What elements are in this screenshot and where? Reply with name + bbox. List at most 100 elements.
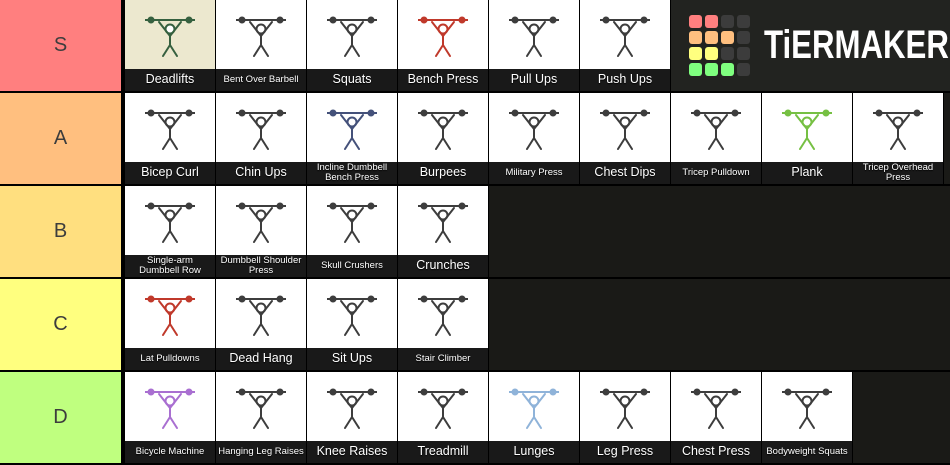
exercise-label: Crunches [398, 255, 488, 277]
exercise-cell-squats[interactable]: Squats [307, 0, 398, 91]
exercise-cell-bicycle-machine[interactable]: Bicycle Machine [125, 372, 216, 463]
exercise-cell-dumbbell-shoulder-press[interactable]: Dumbbell Shoulder Press [216, 186, 307, 277]
exercise-label: Tricep Overhead Press [853, 162, 943, 184]
exercise-cell-chest-dips[interactable]: Chest Dips [580, 93, 671, 184]
tier-label-a: A [0, 93, 125, 184]
exercise-cell-tricep-overhead-press[interactable]: Tricep Overhead Press [853, 93, 944, 184]
tier-label-s: S [0, 0, 125, 91]
exercise-illustration [307, 186, 397, 255]
exercise-cell-dead-hang[interactable]: Dead Hang [216, 279, 307, 370]
exercise-cell-bench-press[interactable]: Bench Press [398, 0, 489, 91]
exercise-illustration [216, 186, 306, 255]
exercise-label: Bodyweight Squats [762, 441, 852, 463]
exercise-illustration [125, 372, 215, 441]
exercise-label: Treadmill [398, 441, 488, 463]
exercise-cell-tricep-pulldown[interactable]: Tricep Pulldown [671, 93, 762, 184]
exercise-cell-bent-over-barbell[interactable]: Bent Over Barbell [216, 0, 307, 91]
exercise-illustration [489, 93, 579, 162]
exercise-cell-knee-raises[interactable]: Knee Raises [307, 372, 398, 463]
exercise-cell-single-arm-dumbbell-row[interactable]: Single-arm Dumbbell Row [125, 186, 216, 277]
exercise-label: Push Ups [580, 69, 670, 91]
exercise-illustration [671, 372, 761, 441]
exercise-cell-deadlifts[interactable]: Deadlifts [125, 0, 216, 91]
exercise-cell-lat-pulldowns[interactable]: Lat Pulldowns [125, 279, 216, 370]
exercise-label: Hanging Leg Raises [216, 441, 306, 463]
exercise-label: Plank [762, 162, 852, 184]
exercise-illustration [125, 279, 215, 348]
exercise-illustration [580, 372, 670, 441]
exercise-cell-incline-dumbbell-bench-press[interactable]: Incline Dumbbell Bench Press [307, 93, 398, 184]
exercise-illustration [489, 372, 579, 441]
exercise-illustration [762, 372, 852, 441]
exercise-label: Skull Crushers [307, 255, 397, 277]
exercise-label: Incline Dumbbell Bench Press [307, 162, 397, 184]
exercise-illustration [762, 93, 852, 162]
tiermaker-wordmark: TiERMAKER [764, 23, 949, 67]
tier-label-c: C [0, 279, 125, 370]
exercise-cell-burpees[interactable]: Burpees [398, 93, 489, 184]
exercise-illustration [398, 279, 488, 348]
exercise-cell-hanging-leg-raises[interactable]: Hanging Leg Raises [216, 372, 307, 463]
exercise-label: Bicycle Machine [125, 441, 215, 463]
exercise-label: Chest Press [671, 441, 761, 463]
exercise-illustration [307, 93, 397, 162]
exercise-cell-military-press[interactable]: Military Press [489, 93, 580, 184]
exercise-label: Dead Hang [216, 348, 306, 370]
exercise-cell-treadmill[interactable]: Treadmill [398, 372, 489, 463]
exercise-cell-lunges[interactable]: Lunges [489, 372, 580, 463]
tier-label-b: B [0, 186, 125, 277]
exercise-illustration [216, 0, 306, 69]
exercise-cell-bicep-curl[interactable]: Bicep Curl [125, 93, 216, 184]
exercise-label: Pull Ups [489, 69, 579, 91]
exercise-illustration [853, 93, 943, 162]
exercise-label: Chest Dips [580, 162, 670, 184]
exercise-illustration [398, 186, 488, 255]
exercise-label: Dumbbell Shoulder Press [216, 255, 306, 277]
exercise-cell-bodyweight-squats[interactable]: Bodyweight Squats [762, 372, 853, 463]
exercise-cell-chest-press[interactable]: Chest Press [671, 372, 762, 463]
exercise-illustration [398, 372, 488, 441]
exercise-cell-push-ups[interactable]: Push Ups [580, 0, 671, 91]
exercise-illustration [125, 186, 215, 255]
exercise-illustration [398, 0, 488, 69]
exercise-cell-stair-climber[interactable]: Stair Climber [398, 279, 489, 370]
exercise-label: Bent Over Barbell [216, 69, 306, 91]
exercise-label: Stair Climber [398, 348, 488, 370]
tiermaker-logo: TiERMAKER [671, 0, 950, 91]
exercise-label: Bench Press [398, 69, 488, 91]
tier-label-d: D [0, 372, 125, 463]
exercise-illustration [125, 0, 215, 69]
exercise-illustration [398, 93, 488, 162]
exercise-label: Knee Raises [307, 441, 397, 463]
exercise-illustration [307, 372, 397, 441]
exercise-label: Lat Pulldowns [125, 348, 215, 370]
exercise-illustration [307, 0, 397, 69]
exercise-label: Chin Ups [216, 162, 306, 184]
exercise-illustration [580, 0, 670, 69]
exercise-label: Sit Ups [307, 348, 397, 370]
exercise-cell-leg-press[interactable]: Leg Press [580, 372, 671, 463]
exercise-cell-chin-ups[interactable]: Chin Ups [216, 93, 307, 184]
exercise-cell-crunches[interactable]: Crunches [398, 186, 489, 277]
exercise-cell-plank[interactable]: Plank [762, 93, 853, 184]
exercise-illustration [489, 0, 579, 69]
exercise-illustration [671, 93, 761, 162]
exercise-label: Bicep Curl [125, 162, 215, 184]
exercise-illustration [216, 93, 306, 162]
exercise-cell-sit-ups[interactable]: Sit Ups [307, 279, 398, 370]
exercise-label: Tricep Pulldown [671, 162, 761, 184]
exercise-label: Deadlifts [125, 69, 215, 91]
exercise-cell-skull-crushers[interactable]: Skull Crushers [307, 186, 398, 277]
exercise-illustration [216, 279, 306, 348]
exercise-illustration [125, 93, 215, 162]
exercise-label: Lunges [489, 441, 579, 463]
exercise-illustration [580, 93, 670, 162]
exercise-label: Squats [307, 69, 397, 91]
exercise-cell-pull-ups[interactable]: Pull Ups [489, 0, 580, 91]
